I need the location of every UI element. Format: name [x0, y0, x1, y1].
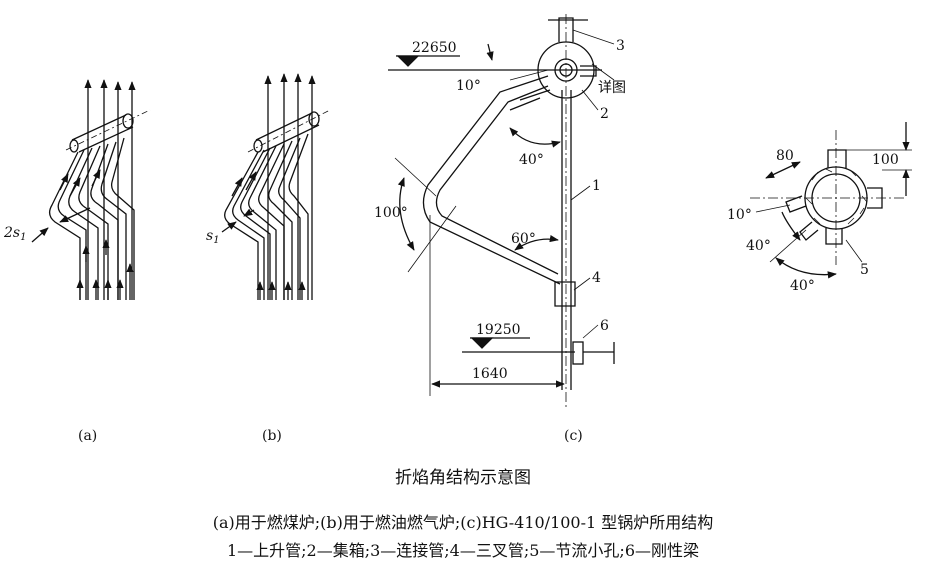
detail-angle-10: 10°: [727, 207, 752, 223]
panel-b-straight-tubes: [264, 73, 316, 300]
detail-nozzle-lower: [799, 221, 819, 241]
panel-a-dimension: [31, 207, 91, 243]
detail-dim-80: 80: [776, 148, 794, 164]
trident-tee: [554, 281, 576, 307]
angle-top-label: 10°: [456, 78, 481, 94]
panel-a-bent-tubes: [48, 137, 135, 300]
callout-3: 3: [616, 38, 625, 54]
panel-a-dim-label: 2s1: [3, 225, 26, 243]
detail-angle-40a: [781, 211, 801, 241]
caption-line-1: (a)用于燃煤炉;(b)用于燃油燃气炉;(c)HG-410/100-1 型锅炉所…: [212, 513, 714, 532]
detail-angle-40b-label: 40°: [790, 278, 815, 294]
panel-b-dim-label: s1: [206, 228, 220, 246]
panel-b-inlet-arrows: [231, 171, 306, 300]
detail-nozzle-left: [785, 195, 807, 213]
detail-angle-40b: [775, 257, 837, 279]
panel-c: [388, 14, 615, 410]
dim-80: [765, 161, 801, 179]
angle-100-arc: [397, 177, 415, 251]
angle-100-label: 100°: [374, 205, 408, 221]
elev-marker-top: [396, 55, 420, 67]
callout-4: 4: [592, 270, 601, 286]
detail-orifice: [825, 228, 843, 245]
elev-marker-low: [470, 337, 494, 349]
callout-6: 6: [600, 318, 609, 334]
detail-nozzle-right: [867, 187, 883, 209]
detail-dim-100: 100: [872, 152, 899, 168]
angle-40-label: 40°: [519, 152, 544, 168]
angle-60-arc: [514, 235, 559, 251]
callout-1: 1: [592, 178, 601, 194]
panel-c-label: (c): [564, 428, 583, 444]
elev-top-value: 22650: [412, 40, 457, 56]
caption-line-2: 1—上升管;2—集箱;3—连接管;4—三叉管;5—节流小孔;6—刚性梁: [226, 541, 700, 560]
panel-b: [221, 73, 331, 300]
detail-label: 详图: [598, 80, 626, 96]
connecting-tube: [422, 75, 561, 285]
detail-angle-40a-label: 40°: [746, 238, 771, 254]
panel-b-label: (b): [262, 428, 282, 444]
panel-b-dimension: [221, 208, 255, 233]
callout-2: 2: [600, 106, 609, 122]
panel-b-header-drum: [247, 109, 331, 153]
angle-60-label: 60°: [511, 231, 536, 247]
detail-hatch: [805, 168, 868, 225]
detail-callout-5: 5: [860, 262, 869, 278]
width-label: 1640: [472, 366, 508, 382]
panel-b-bent-tubes: [224, 133, 309, 300]
panel-a-inlet-arrows: [59, 169, 134, 300]
panel-a-label: (a): [78, 428, 97, 444]
rigid-beam: [572, 341, 615, 365]
riser-tube: [561, 90, 572, 390]
detail-view: [750, 122, 912, 279]
figure-title: 折焰角结构示意图: [395, 468, 531, 488]
angle-40-arc: [509, 127, 561, 148]
panel-a: [31, 79, 151, 300]
detail-nozzle-top: [827, 149, 847, 168]
elev-low-value: 19250: [476, 322, 521, 338]
